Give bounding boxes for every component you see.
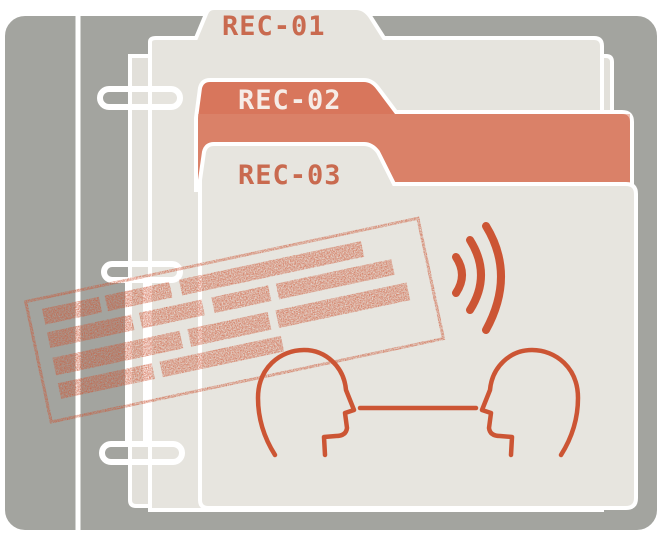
two-people-talking-icon bbox=[255, 347, 581, 458]
redaction-bar bbox=[275, 259, 395, 300]
sound-wave-outer bbox=[482, 222, 505, 334]
right-head-icon bbox=[479, 347, 581, 458]
folder-rec-01-label: REC-01 bbox=[222, 11, 326, 42]
redaction-bar bbox=[138, 299, 205, 329]
folder-rec-03[interactable]: REC-03 bbox=[198, 142, 638, 510]
redaction-bar bbox=[211, 285, 272, 314]
sound-wave-inner bbox=[452, 253, 466, 297]
redacted-document-stamp-icon bbox=[20, 212, 449, 428]
sound-wave-middle bbox=[466, 236, 485, 314]
redaction-bar bbox=[104, 281, 173, 312]
redaction-bar bbox=[275, 282, 411, 328]
binder-ring-bottom bbox=[99, 441, 185, 465]
redaction-bar bbox=[41, 296, 103, 325]
binder-ring-middle bbox=[101, 261, 183, 283]
redaction-bar bbox=[52, 330, 184, 376]
binder-rings bbox=[97, 86, 185, 465]
stamp-frame bbox=[20, 212, 449, 428]
binder-ring-top bbox=[97, 86, 183, 110]
sound-wave-icon bbox=[452, 222, 505, 334]
redaction-bar bbox=[178, 241, 365, 296]
redaction-bar bbox=[159, 335, 285, 378]
redaction-bar bbox=[57, 363, 156, 399]
redaction-bar bbox=[187, 312, 272, 347]
folder-rec-03-body bbox=[198, 142, 638, 510]
folder-rec-03-label: REC-03 bbox=[238, 160, 342, 191]
folder-rec-02-label: REC-02 bbox=[238, 85, 342, 116]
redaction-bar bbox=[46, 314, 135, 349]
left-head-icon bbox=[255, 347, 357, 458]
